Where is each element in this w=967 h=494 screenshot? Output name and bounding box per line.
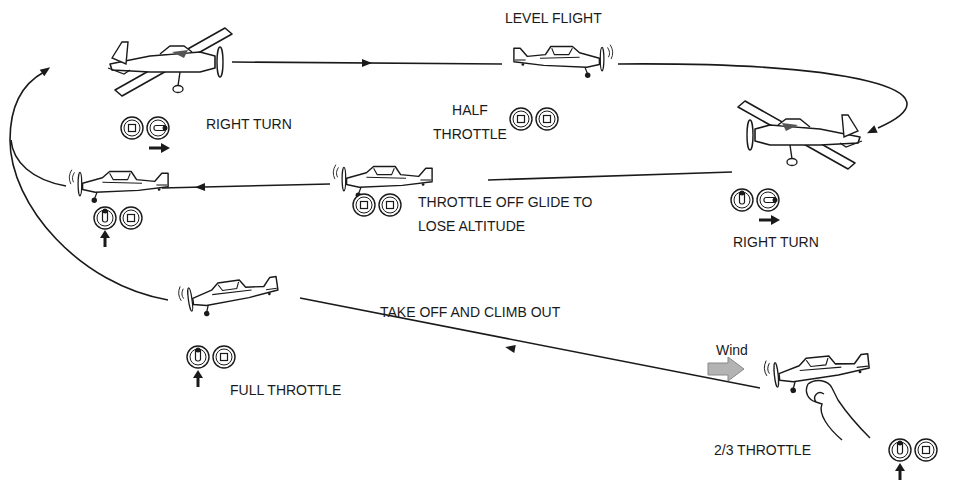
- stick-direction-arrows: [100, 143, 905, 480]
- level-plane: [514, 45, 613, 78]
- stick-gimbal: [353, 194, 375, 216]
- glide-plane: [69, 170, 168, 203]
- climb-plane: [178, 273, 280, 320]
- stick-gimbal: [213, 346, 235, 368]
- right-arrow: [161, 143, 170, 153]
- wind-arrow: [708, 357, 744, 381]
- stick-gimbal: [121, 117, 143, 139]
- stick-gimbal: [379, 194, 401, 216]
- arrowhead: [504, 343, 515, 353]
- banking-plane: [738, 101, 862, 169]
- banking-plane: [108, 28, 232, 96]
- up-arrow: [197, 377, 200, 387]
- arrowhead: [40, 64, 53, 76]
- glide-merge-path: [11, 140, 66, 186]
- turn-path: [10, 72, 168, 300]
- maneuver-label: LEVEL FLIGHT: [505, 6, 635, 30]
- stick-gimbal: [536, 108, 558, 130]
- return-path: [488, 172, 732, 180]
- airplanes: [69, 28, 871, 396]
- up-arrow: [100, 230, 110, 238]
- climb-path: [300, 298, 760, 388]
- throttle-label: HALF THROTTLE: [425, 98, 515, 146]
- throttle-label: 2/3 THROTTLE: [714, 438, 854, 462]
- arrowhead: [362, 59, 372, 67]
- stick-gimbal: [120, 207, 142, 229]
- maneuver-label: RIGHT TURN: [206, 112, 326, 136]
- maneuver-label: RIGHT TURN: [733, 230, 853, 254]
- stick-gimbal: [147, 117, 169, 139]
- up-arrow: [899, 470, 902, 480]
- stick-gimbal: [187, 346, 209, 368]
- flight-path: [10, 62, 907, 388]
- transmitter-sticks: [94, 108, 937, 461]
- throttle-label: FULL THROTTLE: [230, 378, 380, 402]
- right-arrow: [759, 219, 772, 222]
- stick-gimbal: [757, 189, 779, 211]
- maneuver-label: TAKE OFF AND CLIMB OUT: [380, 300, 620, 324]
- path-arrowheads: [40, 59, 878, 353]
- wind-label: Wind: [716, 338, 776, 362]
- hand: [806, 381, 870, 440]
- up-arrow: [104, 237, 107, 247]
- up-arrow: [895, 463, 905, 471]
- arrowhead: [195, 183, 205, 191]
- up-arrow: [193, 370, 203, 378]
- arrowhead: [865, 125, 877, 136]
- glide-plane: [333, 165, 432, 198]
- maneuver-label: THROTTLE OFF GLIDE TO LOSE ALTITUDE: [418, 190, 606, 238]
- right-arrow: [771, 215, 780, 225]
- stick-gimbal: [510, 108, 532, 130]
- stick-gimbal: [889, 439, 911, 461]
- stick-gimbal: [94, 207, 116, 229]
- glide-path: [162, 184, 330, 188]
- right-arrow: [149, 147, 162, 150]
- stick-gimbal: [731, 189, 753, 211]
- stick-gimbal: [915, 439, 937, 461]
